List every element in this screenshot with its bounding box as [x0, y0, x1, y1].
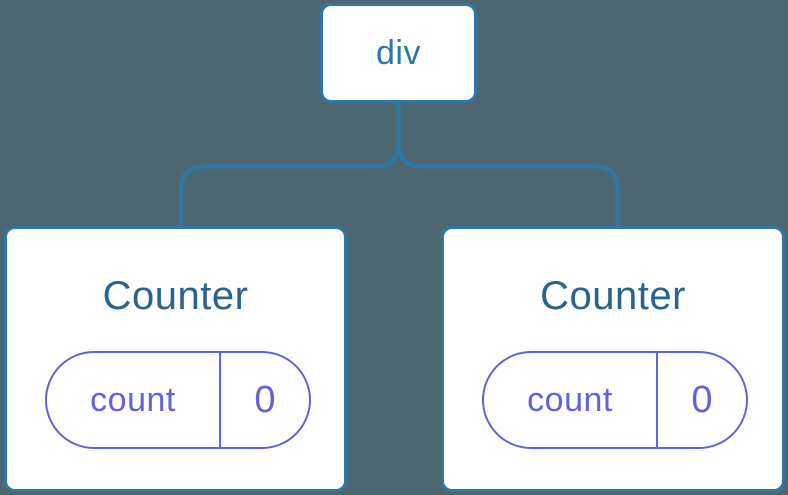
state-pill: count 0 [482, 351, 748, 449]
connector-left-branch [179, 142, 401, 228]
counter-card-left: Counter count 0 [4, 226, 347, 492]
root-node: div [320, 3, 477, 103]
counter-title: Counter [540, 274, 686, 318]
counter-title: Counter [102, 274, 249, 318]
state-key-label: count [484, 353, 658, 447]
state-value: 0 [254, 378, 276, 421]
counter-card-right: Counter count 0 [441, 226, 785, 492]
state-pill: count 0 [45, 351, 311, 449]
state-value: 0 [691, 378, 713, 421]
connector-right-branch [396, 142, 620, 228]
state-key-label: count [47, 353, 221, 447]
root-node-label: div [376, 33, 421, 72]
